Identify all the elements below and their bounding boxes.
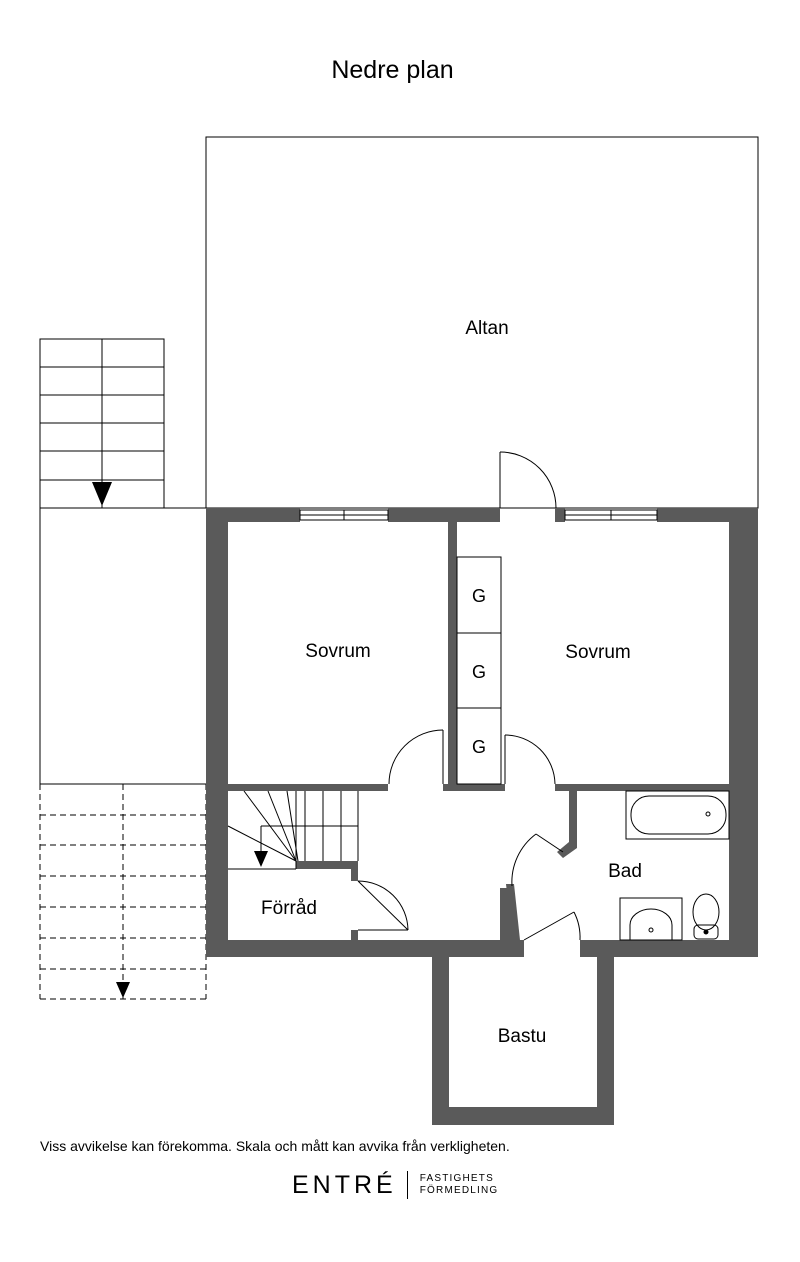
room-label-sovrum-right: Sovrum bbox=[565, 642, 630, 663]
plan-title: Nedre plan bbox=[331, 56, 454, 84]
window-right bbox=[564, 509, 658, 521]
wardrobe-label: G bbox=[472, 586, 486, 606]
dashed-stairs bbox=[39, 784, 207, 1000]
window-left bbox=[299, 509, 389, 521]
interior-stairs bbox=[227, 790, 359, 870]
wardrobes bbox=[456, 556, 502, 785]
room-label-forrad: Förråd bbox=[261, 898, 317, 919]
room-label-altan: Altan bbox=[465, 318, 508, 339]
logo-sub-line2: FÖRMEDLING bbox=[419, 1185, 499, 1196]
interior-stairs-arrow-icon bbox=[254, 851, 268, 867]
toilet-icon bbox=[692, 893, 720, 940]
room-label-bad: Bad bbox=[608, 861, 642, 882]
logo-divider bbox=[406, 1171, 408, 1199]
wardrobe-label: G bbox=[472, 662, 486, 682]
wardrobe-label: G bbox=[472, 737, 486, 757]
logo-main-text: ENTRÉ bbox=[292, 1170, 397, 1199]
doors bbox=[357, 451, 581, 941]
entre-logo: ENTRÉ FASTIGHETS FÖRMEDLING bbox=[292, 1170, 498, 1200]
logo-subtext: FASTIGHETS FÖRMEDLING bbox=[420, 1173, 499, 1197]
sink-icon bbox=[619, 897, 683, 941]
room-label-sovrum-left: Sovrum bbox=[305, 641, 370, 662]
room-label-bastu: Bastu bbox=[498, 1026, 547, 1047]
logo-sub-line1: FASTIGHETS bbox=[419, 1173, 494, 1184]
walls bbox=[206, 508, 758, 1125]
dashed-stairs-arrow-icon bbox=[116, 982, 130, 998]
stairs-arrow-icon bbox=[92, 482, 112, 506]
disclaimer-text: Viss avvikelse kan förekomma. Skala och … bbox=[40, 1138, 510, 1154]
bathtub-icon bbox=[625, 790, 730, 840]
